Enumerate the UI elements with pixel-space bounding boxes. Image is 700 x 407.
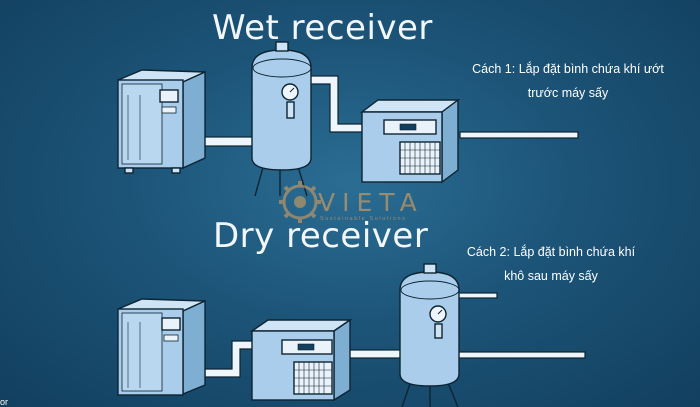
wet-receiver-title: Wet receiver [212, 8, 433, 48]
method-2-caption: Cách 2: Lắp đặt bình chứa khí khô sau má… [466, 240, 636, 288]
watermark-gear-icon [279, 181, 321, 223]
wet-receiver-tank [251, 41, 312, 197]
watermark-tagline: Sustainable Solutions [320, 216, 407, 222]
wet-refrigerated-dryer [359, 98, 461, 184]
method-1-line-1: Cách 1: Lắp đặt bình chứa khí ướt [472, 62, 664, 76]
method-2-line-1: Cách 2: Lắp đặt bình chứa khí [466, 245, 636, 259]
dry-air-compressor [117, 298, 206, 396]
dry-receiver-title: Dry receiver [213, 216, 429, 256]
dry-receiver-row [117, 263, 586, 407]
wet-receiver-row [117, 41, 579, 197]
method-2-line-2: khô sau máy sấy [504, 269, 598, 283]
corner-text: or [0, 397, 9, 407]
wet-air-compressor [117, 69, 206, 174]
watermark-brand: VIETA [318, 188, 424, 217]
dry-refrigerated-dryer [249, 318, 353, 402]
method-1-caption: Cách 1: Lắp đặt bình chứa khí ướt trước … [452, 57, 684, 105]
dry-receiver-tank [399, 263, 460, 407]
method-1-line-2: trước máy sấy [527, 86, 609, 100]
